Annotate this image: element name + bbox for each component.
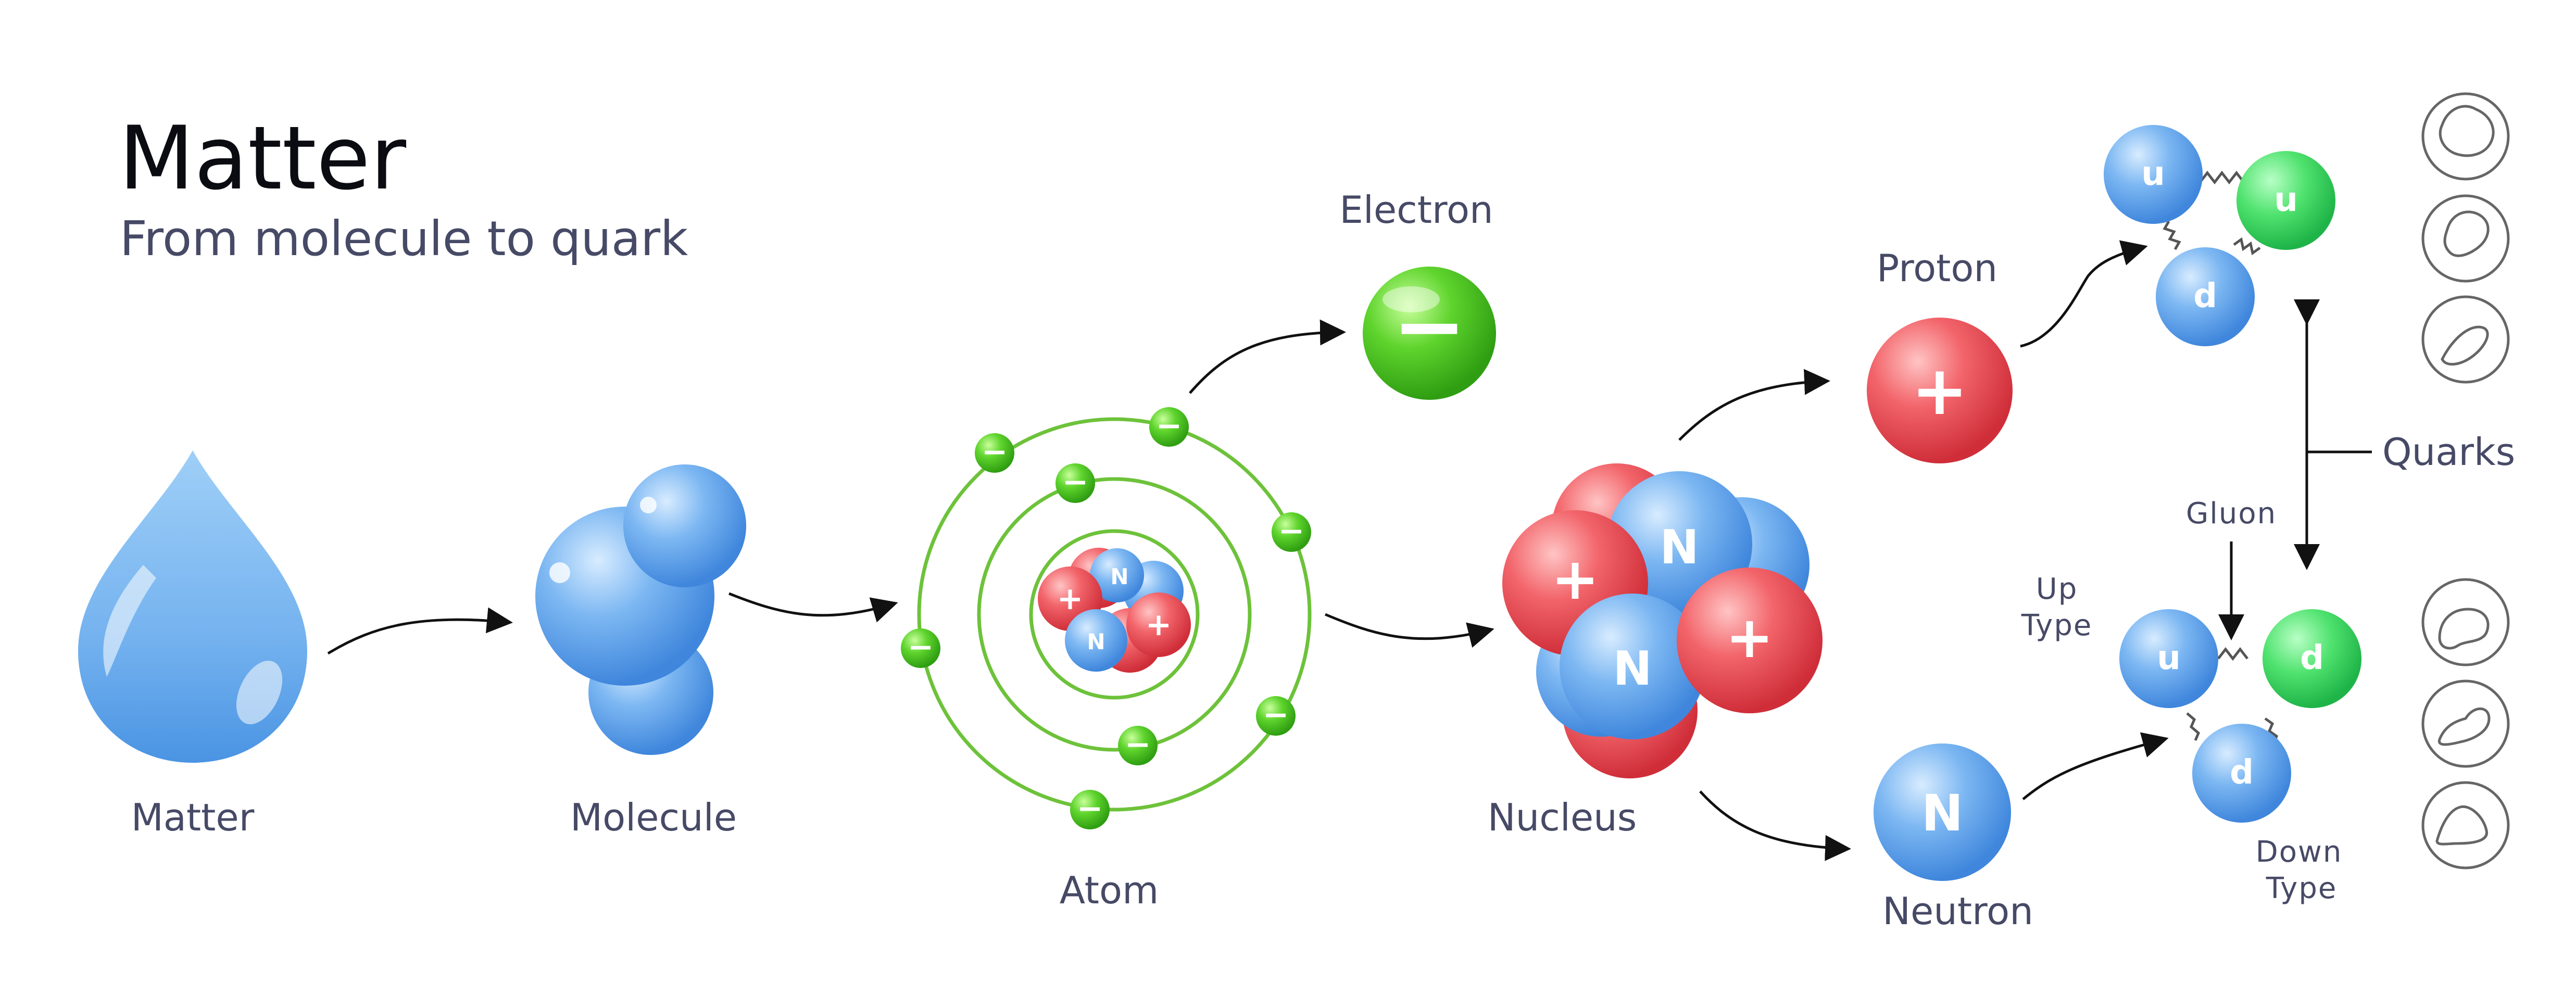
svg-text:N: N	[1110, 564, 1128, 589]
svg-text:+: +	[1726, 604, 1774, 671]
svg-text:−: −	[1125, 726, 1151, 763]
label-quarks: Quarks	[2382, 430, 2515, 474]
proton-quarks	[2104, 125, 2335, 346]
svg-text:d: d	[2300, 639, 2324, 677]
label-up-type-1: Up	[2036, 572, 2078, 606]
svg-text:N: N	[1660, 520, 1699, 575]
neutron-icon	[1874, 743, 2011, 881]
nucleus-icon	[1502, 463, 1823, 778]
electron-icon	[1363, 267, 1496, 400]
svg-text:N: N	[1613, 641, 1652, 696]
label-down-type-1: Down	[2256, 835, 2343, 869]
arrow-atom-to-nucleus	[1325, 613, 1494, 648]
atom-electrons	[901, 407, 1311, 829]
atom-icon	[917, 417, 1312, 812]
svg-text:−: −	[982, 434, 1008, 470]
label-matter: Matter	[131, 796, 255, 839]
page-title: Matter	[119, 107, 407, 209]
svg-text:u: u	[2141, 155, 2165, 193]
proton-symbol: +	[1912, 351, 1968, 430]
electron-symbol: −	[1392, 275, 1466, 378]
label-atom: Atom	[1060, 868, 1159, 912]
label-nucleus: Nucleus	[1488, 796, 1637, 839]
svg-text:d: d	[2193, 277, 2217, 316]
quark-shape-icons-top	[2421, 92, 2510, 384]
label-down-type-2: Type	[2266, 872, 2338, 905]
molecule-icon	[535, 464, 746, 755]
svg-text:−: −	[1156, 408, 1182, 444]
arrow-atom-to-electron	[1189, 319, 1346, 394]
arrow-proton-to-quarks	[2020, 240, 2148, 348]
atom-electron-symbols: − − − − − − − −	[908, 408, 1304, 827]
neutron-quark-symbols: u d d	[2157, 639, 2324, 792]
proton-icon	[1867, 318, 2013, 463]
svg-text:−: −	[908, 629, 934, 665]
arrow-neutron-to-quarks	[2022, 732, 2169, 800]
label-electron: Electron	[1339, 188, 1493, 232]
svg-text:−: −	[1278, 513, 1304, 549]
neutron-symbol: N	[1921, 784, 1963, 842]
svg-text:u: u	[2157, 639, 2181, 677]
arrow-nucleus-to-proton	[1678, 369, 1830, 441]
svg-text:−: −	[1263, 697, 1289, 733]
label-neutron: Neutron	[1882, 889, 2033, 933]
arrow-matter-to-molecule	[327, 607, 513, 655]
label-up-type-2: Type	[2021, 609, 2093, 642]
arrow-nucleus-to-neutron	[1699, 790, 1851, 861]
neutron-quarks	[2119, 609, 2361, 823]
label-gluon: Gluon	[2186, 497, 2277, 531]
svg-text:+: +	[1551, 546, 1599, 612]
proton-quark-symbols: u u d	[2141, 155, 2298, 316]
svg-text:d: d	[2230, 753, 2254, 792]
label-proton: Proton	[1877, 246, 1997, 290]
svg-text:N: N	[1087, 629, 1105, 654]
svg-text:+: +	[1146, 607, 1172, 643]
quark-shape-icons-bottom	[2421, 578, 2510, 869]
svg-text:+: +	[1057, 581, 1083, 617]
page-subtitle: From molecule to quark	[120, 211, 688, 267]
arrow-molecule-to-atom	[728, 592, 898, 623]
atom-nucleus-symbols: + N N +	[1057, 564, 1172, 654]
svg-text:u: u	[2274, 181, 2298, 219]
nucleus-symbols: + N N +	[1551, 520, 1774, 696]
svg-text:−: −	[1077, 790, 1103, 827]
proton-gluon-springs	[2163, 170, 2261, 256]
quarks-bracket	[2294, 299, 2372, 570]
svg-text:−: −	[1062, 464, 1088, 500]
matter-drop	[78, 450, 307, 763]
label-molecule: Molecule	[570, 796, 737, 839]
